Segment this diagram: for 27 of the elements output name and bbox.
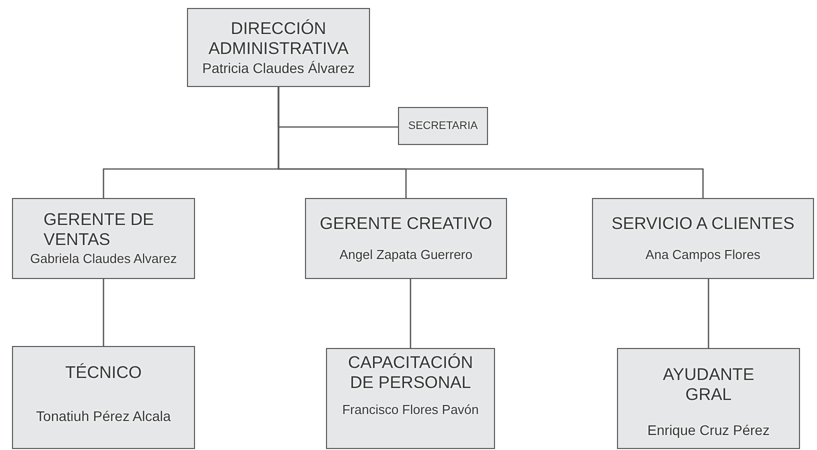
position-title: CAPACITACIÓN DE PERSONAL xyxy=(347,353,474,393)
org-chart-box xyxy=(305,198,507,279)
connector-line xyxy=(278,87,704,198)
person-name: Patricia Claudes Álvarez xyxy=(202,58,355,76)
org-chart-box xyxy=(12,346,195,449)
org-chart-box xyxy=(326,348,495,449)
org-chart-box xyxy=(187,8,370,87)
position-title: GERENTE CREATIVO xyxy=(320,214,492,234)
position-title: TÉCNICO xyxy=(65,363,142,383)
position-title: DIRECCIÓN ADMINISTRATIVA xyxy=(207,18,350,58)
org-chart-box xyxy=(398,107,488,145)
position-title: GERENTE DE VENTAS xyxy=(44,210,156,250)
position-title: AYUDANTE GRAL xyxy=(662,365,756,405)
person-name: Francisco Flores Pavón xyxy=(342,401,479,418)
person-name: Gabriela Claudes Alvarez xyxy=(30,250,177,267)
person-name: Angel Zapata Guerrero xyxy=(340,246,472,263)
person-name: Ana Campos Flores xyxy=(646,246,760,263)
connector-line xyxy=(708,279,710,348)
person-name: Tonatiuh Pérez Alcala xyxy=(36,407,171,425)
connector-line xyxy=(102,279,104,346)
org-chart-box xyxy=(592,198,814,279)
org-chart-box xyxy=(12,198,195,279)
connector-line xyxy=(410,279,412,348)
position-title: SECRETARIA xyxy=(408,118,478,134)
org-chart-box xyxy=(617,348,800,449)
position-title: SERVICIO A CLIENTES xyxy=(612,214,794,234)
person-name: Enrique Cruz Pérez xyxy=(647,421,770,439)
